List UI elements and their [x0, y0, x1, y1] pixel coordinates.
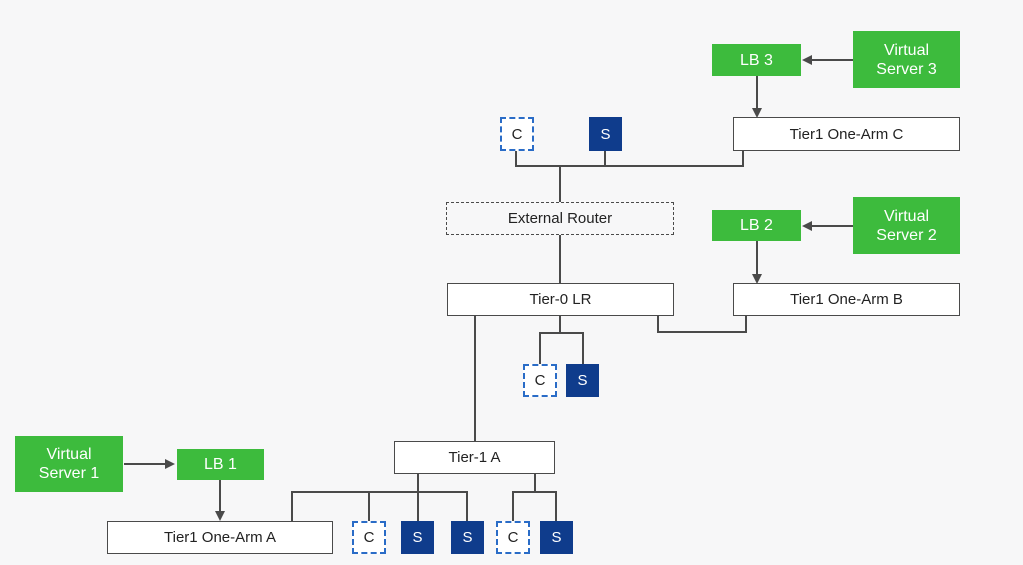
server-node-label: S	[600, 125, 611, 143]
load-balancer-label: LB 2	[740, 217, 773, 234]
wire-tier0-fork	[539, 332, 584, 364]
router-label: Tier-0 LR	[529, 291, 592, 308]
router-tier1-one-arm-c: Tier1 One-Arm C	[733, 117, 960, 151]
virtual-server-label-line2: Server 3	[876, 60, 937, 78]
client-node-label: C	[534, 372, 546, 389]
virtual-server-label-line1: Virtual	[883, 207, 930, 225]
client-node-bottom-1: C	[352, 521, 386, 554]
virtual-server-label-line1: Virtual	[46, 446, 92, 463]
server-node-label: S	[577, 372, 588, 389]
client-node-label: C	[363, 529, 375, 546]
server-node-tier0: S	[566, 364, 599, 397]
client-node-tier0: C	[523, 364, 557, 397]
wire-top-bus	[515, 151, 744, 167]
router-tier1-one-arm-b: Tier1 One-Arm B	[733, 283, 960, 316]
virtual-server-label-line1: Virtual	[883, 41, 930, 59]
client-node-top: C	[500, 117, 534, 151]
router-label: External Router	[507, 210, 613, 227]
router-label: Tier1 One-Arm C	[789, 125, 904, 143]
virtual-server-label-line2: Server 2	[876, 226, 937, 244]
load-balancer-lb1: LB 1	[177, 449, 264, 480]
virtual-server-3: Virtual Server 3	[853, 31, 960, 88]
router-label: Tier-1 A	[448, 449, 501, 466]
router-label: Tier1 One-Arm B	[790, 291, 903, 308]
server-node-label: S	[551, 529, 562, 546]
wire-tier1a-bus	[291, 491, 468, 521]
client-node-label: C	[507, 529, 519, 546]
virtual-server-2: Virtual Server 2	[853, 197, 960, 254]
client-node-label: C	[511, 125, 523, 143]
client-node-bottom-2: C	[496, 521, 530, 554]
router-tier1-a: Tier-1 A	[394, 441, 555, 474]
router-tier0-lr: Tier-0 LR	[447, 283, 674, 316]
server-node-top: S	[589, 117, 622, 151]
load-balancer-label: LB 3	[740, 51, 773, 69]
server-node-bottom-3: S	[540, 521, 573, 554]
virtual-server-1: Virtual Server 1	[15, 436, 123, 492]
load-balancer-label: LB 1	[204, 456, 237, 473]
virtual-server-label-line2: Server 1	[38, 465, 100, 482]
wire-tier1a-fork	[512, 491, 557, 521]
load-balancer-lb2: LB 2	[712, 210, 801, 241]
router-label: Tier1 One-Arm A	[164, 529, 276, 546]
server-node-bottom-1: S	[401, 521, 434, 554]
wire-tier0-to-one-arm-b	[657, 316, 747, 333]
server-node-bottom-2: S	[451, 521, 484, 554]
router-external: External Router	[446, 202, 674, 235]
server-node-label: S	[412, 529, 423, 546]
load-balancer-lb3: LB 3	[712, 44, 801, 76]
server-node-label: S	[462, 529, 473, 546]
router-tier1-one-arm-a: Tier1 One-Arm A	[107, 521, 333, 554]
